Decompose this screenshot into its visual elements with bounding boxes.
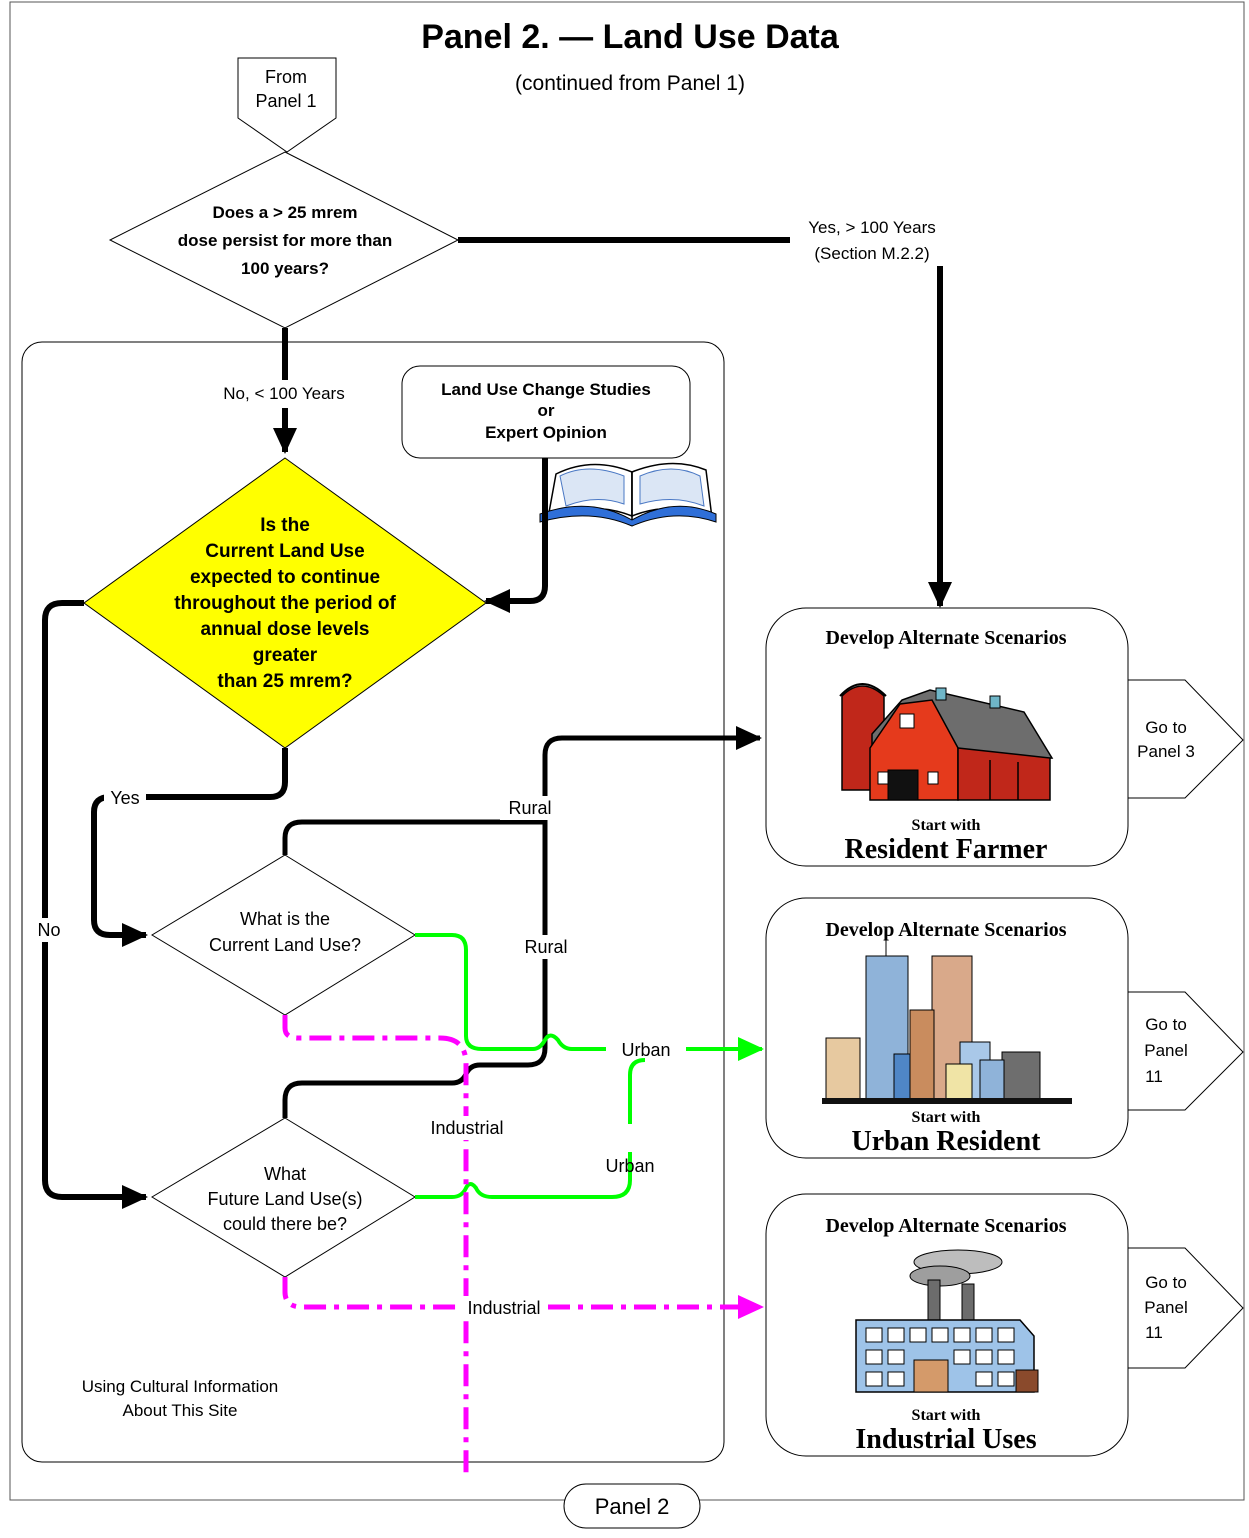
outcome-urban-resident: Go to Panel 11 Develop Alternate Scenari…	[765, 897, 1244, 1159]
q2-line7: than 25 mrem?	[217, 671, 352, 692]
q2-line6: greater	[253, 645, 318, 666]
outcome-industrial-uses: Go to Panel 11 Develop Alternate Scenari…	[765, 1193, 1244, 1457]
barn-icon	[839, 683, 1054, 801]
q1-line1: Does a > 25 mrem	[212, 203, 357, 222]
q3-line1: What is the	[240, 909, 330, 929]
goto-panel3-tag	[1127, 679, 1244, 799]
industrial-path-future	[282, 1277, 462, 1310]
rural-label-2-bg	[516, 935, 576, 959]
outcome-name-3: Industrial Uses	[855, 1424, 1036, 1455]
footer-label: Panel 2	[595, 1494, 670, 1519]
q2-line2: Current Land Use	[205, 541, 364, 562]
q4-line3: could there be?	[223, 1214, 347, 1234]
studies-line3: Expert Opinion	[485, 423, 607, 442]
q1-line2: dose persist for more than	[178, 231, 392, 250]
studies-line1: Land Use Change Studies	[441, 380, 651, 399]
urban-label-2: Urban	[605, 1156, 654, 1176]
goto1-line1: Go to	[1145, 718, 1187, 737]
industrial-label-2: Industrial	[467, 1298, 540, 1318]
from-tag-line2: Panel 1	[255, 91, 316, 111]
city-icon	[822, 940, 1072, 1104]
urban-path-future-up	[628, 1058, 646, 1124]
page-title: Panel 2. — Land Use Data	[421, 18, 840, 56]
cultural-note-line1: Using Cultural Information	[82, 1377, 279, 1396]
yes-short-label: Yes	[110, 788, 139, 808]
start-with-2: Start with	[912, 1109, 981, 1126]
q2-line4: throughout the period of	[174, 593, 396, 614]
industrial-path-current	[282, 1015, 469, 1476]
no-label-bg	[30, 918, 70, 942]
goto2-line1: Go to	[1145, 1015, 1187, 1034]
rural-label-2: Rural	[524, 937, 567, 957]
outcome-name-2: Urban Resident	[851, 1126, 1041, 1157]
industrial-label-1-bg	[420, 1116, 514, 1140]
goto2-line3: 11	[1145, 1067, 1163, 1086]
q4-line1: What	[264, 1164, 306, 1184]
cultural-info-panel	[21, 341, 725, 1463]
rural-main-line	[542, 726, 762, 1040]
industrial-label-1: Industrial	[430, 1118, 503, 1138]
no-short-label: No	[37, 920, 60, 940]
rural-label-1: Rural	[508, 798, 551, 818]
yes-label-line2: (Section M.2.2)	[814, 244, 929, 263]
scenario-heading-1: Develop Alternate Scenarios	[825, 627, 1066, 649]
decision-current-land-use: What is the Current Land Use?	[151, 854, 416, 1016]
panel-footer-tag: Panel 2	[563, 1483, 701, 1529]
urban-label-1: Urban	[621, 1040, 670, 1060]
no-path-line	[42, 600, 148, 1209]
rural-label-1-bg	[500, 796, 560, 820]
q4-line2: Future Land Use(s)	[207, 1189, 362, 1209]
decision-dose-persist: Does a > 25 mrem dose persist for more t…	[108, 151, 460, 329]
rural-path-current	[282, 819, 530, 855]
decision-future-land-use: What Future Land Use(s) could there be?	[151, 1117, 416, 1278]
goto3-line3: 11	[1145, 1323, 1163, 1342]
outcome-name-1: Resident Farmer	[845, 834, 1048, 865]
studies-line2: or	[538, 401, 555, 420]
rural-path-future	[282, 1040, 548, 1118]
scenario-heading-2: Develop Alternate Scenarios	[825, 919, 1066, 941]
book-icon	[539, 462, 717, 527]
yes-label-line1: Yes, > 100 Years	[808, 218, 935, 237]
from-panel-connector: From Panel 1	[237, 57, 337, 153]
urban-path-future	[415, 1152, 632, 1199]
yes-label-bg	[104, 786, 146, 810]
industrial-label-2-bg	[460, 1296, 548, 1320]
goto1-line2: Panel 3	[1137, 742, 1195, 761]
start-with-3: Start with	[912, 1407, 981, 1424]
start-with-1: Start with	[912, 817, 981, 834]
outcome-resident-farmer: Go to Panel 3 Develop Alternate Scenario…	[765, 607, 1244, 867]
goto3-line2: Panel	[1144, 1298, 1187, 1317]
q2-line3: expected to continue	[190, 567, 380, 588]
page-subtitle: (continued from Panel 1)	[515, 72, 745, 95]
goto2-line2: Panel	[1144, 1041, 1187, 1060]
yes-path-line	[91, 748, 288, 947]
scenario-heading-3: Develop Alternate Scenarios	[825, 1215, 1066, 1237]
q2-line1: Is the	[260, 515, 310, 536]
urban-path-current	[415, 933, 606, 1051]
studies-callout: Land Use Change Studies or Expert Opinio…	[401, 365, 691, 459]
goto3-line1: Go to	[1145, 1273, 1187, 1292]
factory-icon	[855, 1249, 1039, 1393]
from-tag-line1: From	[265, 67, 307, 87]
q3-line2: Current Land Use?	[209, 935, 361, 955]
studies-arrow	[484, 458, 548, 613]
cultural-note-line2: About This Site	[123, 1401, 238, 1420]
decision-current-land-use-continue: Is the Current Land Use expected to cont…	[83, 457, 487, 749]
q1-line3: 100 years?	[241, 259, 329, 278]
no-label: No, < 100 Years	[223, 384, 344, 403]
q2-line5: annual dose levels	[201, 619, 370, 640]
